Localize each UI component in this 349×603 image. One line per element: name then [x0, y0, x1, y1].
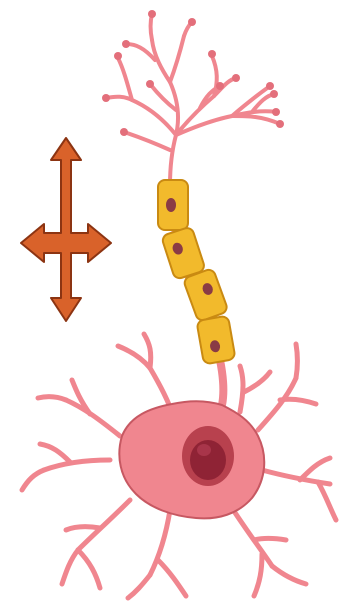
four-way-move-arrow-icon — [21, 138, 111, 321]
myelin-segment — [161, 226, 206, 280]
myelin-sheaths — [158, 180, 236, 364]
myelin-segment — [196, 316, 235, 365]
myelin-segment — [183, 268, 229, 322]
axon-terminal-branches — [106, 14, 280, 185]
nucleus — [182, 426, 234, 486]
myelin-segment — [158, 180, 188, 230]
